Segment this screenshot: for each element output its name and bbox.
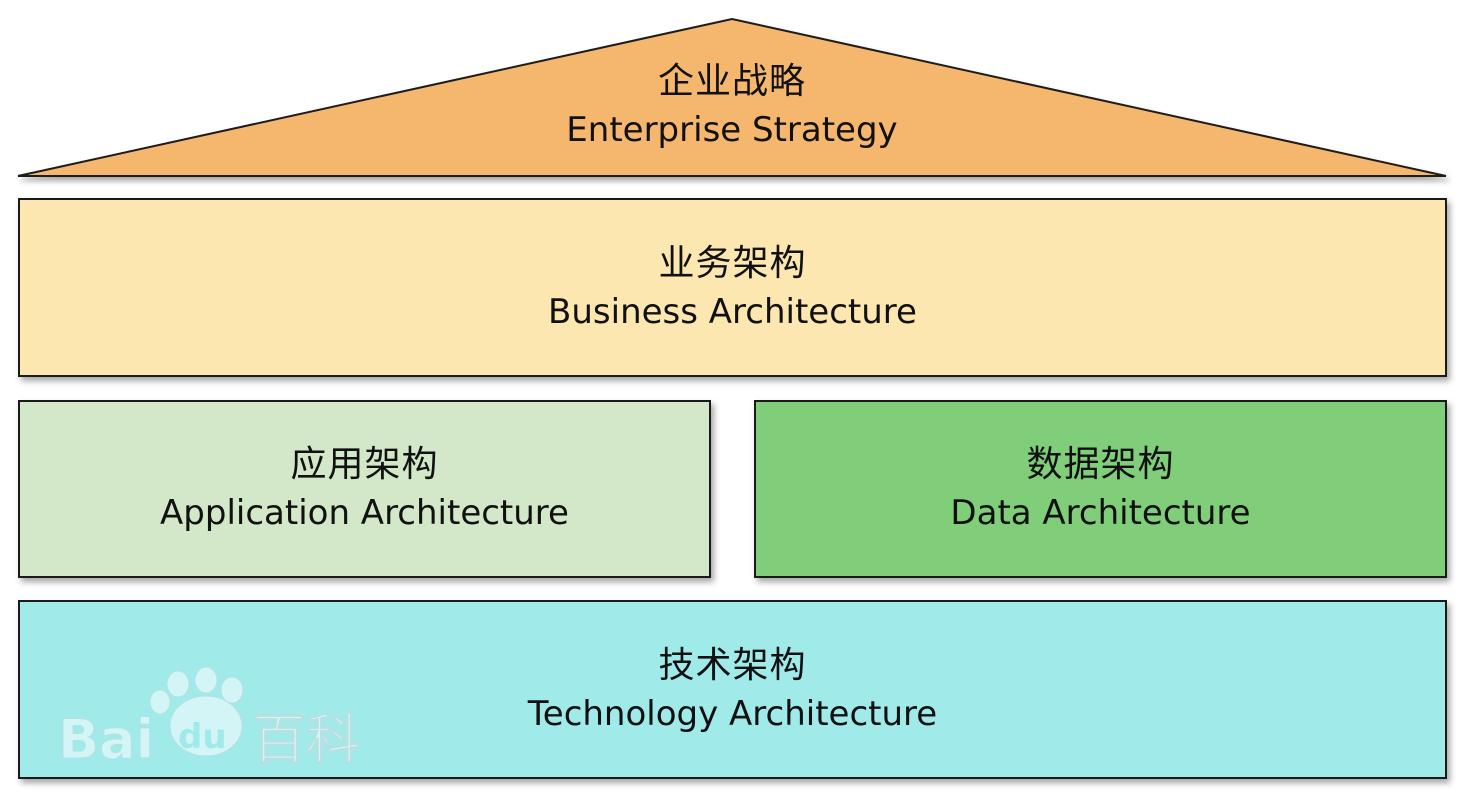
technology-title-zh: 技术架构 — [658, 644, 807, 686]
watermark-latin-text: Bai — [58, 708, 154, 768]
business-title-zh: 业务架构 — [658, 242, 807, 284]
roof-label: 企业战略 Enterprise Strategy — [440, 58, 1024, 154]
application-architecture-layer: 应用架构 Application Architecture — [18, 400, 711, 578]
data-title-zh: 数据架构 — [1026, 444, 1175, 485]
technology-architecture-layer: 技术架构 Technology Architecture — [18, 600, 1447, 779]
paw-icon — [149, 666, 244, 757]
watermark-zh-text: 百科 — [252, 708, 360, 768]
application-title-zh: 应用架构 — [290, 444, 439, 485]
roof-title-zh: 企业战略 — [657, 61, 806, 102]
data-architecture-layer: 数据架构 Data Architecture — [754, 400, 1447, 578]
business-architecture-layer: 业务架构 Business Architecture — [18, 198, 1447, 377]
technology-title-en: Technology Architecture — [527, 693, 938, 734]
business-title-en: Business Architecture — [548, 291, 917, 332]
data-title-en: Data Architecture — [950, 493, 1251, 533]
baidu-baike-watermark-logo: Bai du 百科 — [58, 666, 361, 768]
watermark-du-text: du — [178, 717, 227, 757]
application-title-en: Application Architecture — [160, 493, 569, 533]
enterprise-strategy-roof — [17, 17, 1447, 177]
roof-triangle — [17, 17, 1447, 177]
roof-title-en: Enterprise Strategy — [566, 110, 898, 150]
